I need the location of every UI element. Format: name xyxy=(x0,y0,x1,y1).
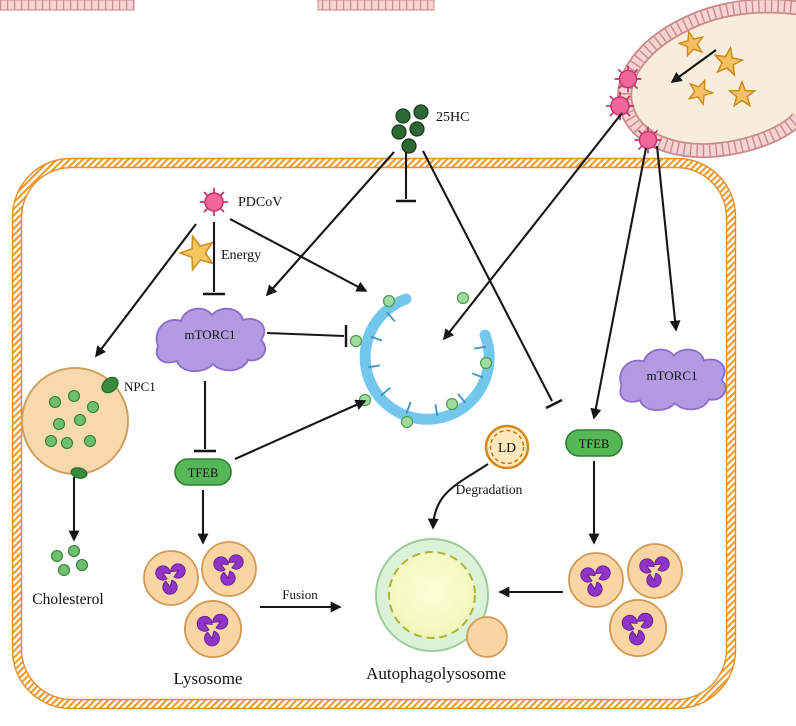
arrow-gutvirus-tfeb xyxy=(590,147,648,420)
inhibit-mtorc1-tfeb xyxy=(194,381,216,453)
arrow-25hc-mtorc1 xyxy=(265,151,395,297)
arrow-pdcov-endosome xyxy=(95,223,197,358)
pdcov-label: PDCoV xyxy=(238,195,282,210)
tfeb-left: TFEB xyxy=(174,458,232,486)
phagophore-ticks xyxy=(367,311,487,417)
autophagolysosome xyxy=(375,538,508,658)
gut-crypt xyxy=(605,6,796,153)
mtorc1-left-label: mTORC1 xyxy=(184,327,235,342)
phagophore-membrane xyxy=(359,293,495,425)
tfeb-right: TFEB xyxy=(565,429,623,457)
ld-label: LD xyxy=(498,440,516,455)
atg-dot-icon xyxy=(349,334,363,348)
fusion-label: Fusion xyxy=(282,587,318,602)
ld-body xyxy=(484,424,530,470)
arrow-gutvirus-mtorc1 xyxy=(655,145,681,332)
signal-edges xyxy=(68,112,681,613)
atg-dot-icon xyxy=(456,291,470,305)
lysosome-cluster-right xyxy=(569,544,682,656)
endosome-cholesterol-dots xyxy=(44,389,100,450)
phagophore xyxy=(349,291,495,429)
oxysterol-label: 25HC xyxy=(436,110,469,125)
mtorc1-left: mTORC1 xyxy=(155,307,267,373)
membrane-hatch-band xyxy=(12,158,736,709)
tfeb-pill xyxy=(565,429,623,457)
sterol-dot-icon xyxy=(413,104,429,120)
cholesterol-dot-icon xyxy=(57,563,71,577)
sterol-dot-icon xyxy=(409,121,425,137)
atg-dot-icon xyxy=(400,415,414,429)
lysosome-label: Lysosome xyxy=(174,669,243,688)
arrow-tfeb-phagophore xyxy=(234,399,367,460)
cholesterol-label: Cholesterol xyxy=(32,591,103,608)
sterol-dot-icon xyxy=(391,124,407,140)
energy-label: Energy xyxy=(221,248,261,263)
cholesterol-dot-icon xyxy=(67,544,81,558)
arrow-gutvirus-phagophore xyxy=(442,112,623,341)
degradation-label: Degradation xyxy=(456,482,523,497)
npc1-label: NPC1 xyxy=(124,379,156,394)
sterol-dot-icon xyxy=(401,138,417,154)
cholesterol-dot-icon xyxy=(50,549,64,563)
lysosome-icon xyxy=(185,601,241,657)
atg-dot-icon xyxy=(382,294,396,308)
ld-inner-ring xyxy=(489,429,525,465)
free-cholesterol xyxy=(50,544,89,577)
lysosome-icon xyxy=(144,551,198,605)
epithelium-strip-left xyxy=(0,0,135,11)
sterol-dot-icon xyxy=(395,108,411,124)
lysosome-cluster-left xyxy=(144,542,256,657)
virus-entry-arrow xyxy=(670,49,717,83)
energy-star-icon xyxy=(175,230,220,273)
cholesterol-dot-icon xyxy=(75,558,89,572)
fusing-vesicle xyxy=(466,616,508,658)
lysosome-icon xyxy=(628,544,682,598)
inhibit-pdcov-mtorc1 xyxy=(203,222,225,296)
cell-membrane xyxy=(11,157,737,710)
atg-dot-icon xyxy=(479,356,493,370)
autophagolysosome-inner xyxy=(388,551,476,639)
lysosome-icon xyxy=(202,542,256,596)
tfeb-pill xyxy=(174,458,232,486)
oxysterol-cluster xyxy=(391,104,429,154)
inhibit-mtorc1-phagophore xyxy=(266,325,348,347)
inhibit-25hc-tfeb xyxy=(422,150,563,410)
epithelium-strip-middle xyxy=(317,0,435,11)
atg-dot-icon xyxy=(445,397,459,411)
membrane-outer-line xyxy=(11,157,737,710)
autophagolysosome-label: Autophagolysosome xyxy=(366,664,506,683)
membrane-inner-line xyxy=(20,166,728,701)
cholesterol-endosome: NPC1 xyxy=(21,367,156,479)
lipid-droplet: LD xyxy=(484,424,530,470)
npc1-protein-icon xyxy=(101,376,119,394)
tfeb-right-label: TFEB xyxy=(579,437,610,451)
pdcov-virus-icon xyxy=(199,187,229,217)
virus-icon xyxy=(614,65,642,93)
arrow-pdcov-phagophore xyxy=(229,218,368,292)
mtorc1-right-label: mTORC1 xyxy=(646,368,697,383)
mtorc1-right: mTORC1 xyxy=(619,348,727,412)
inhibit-25hc-short xyxy=(396,152,416,203)
lysosome-icon xyxy=(569,553,623,607)
arrow-ld-degradation xyxy=(427,463,489,530)
npc1-protein-icon xyxy=(70,467,88,479)
lysosome-icon xyxy=(610,600,666,656)
tfeb-left-label: TFEB xyxy=(188,466,219,480)
